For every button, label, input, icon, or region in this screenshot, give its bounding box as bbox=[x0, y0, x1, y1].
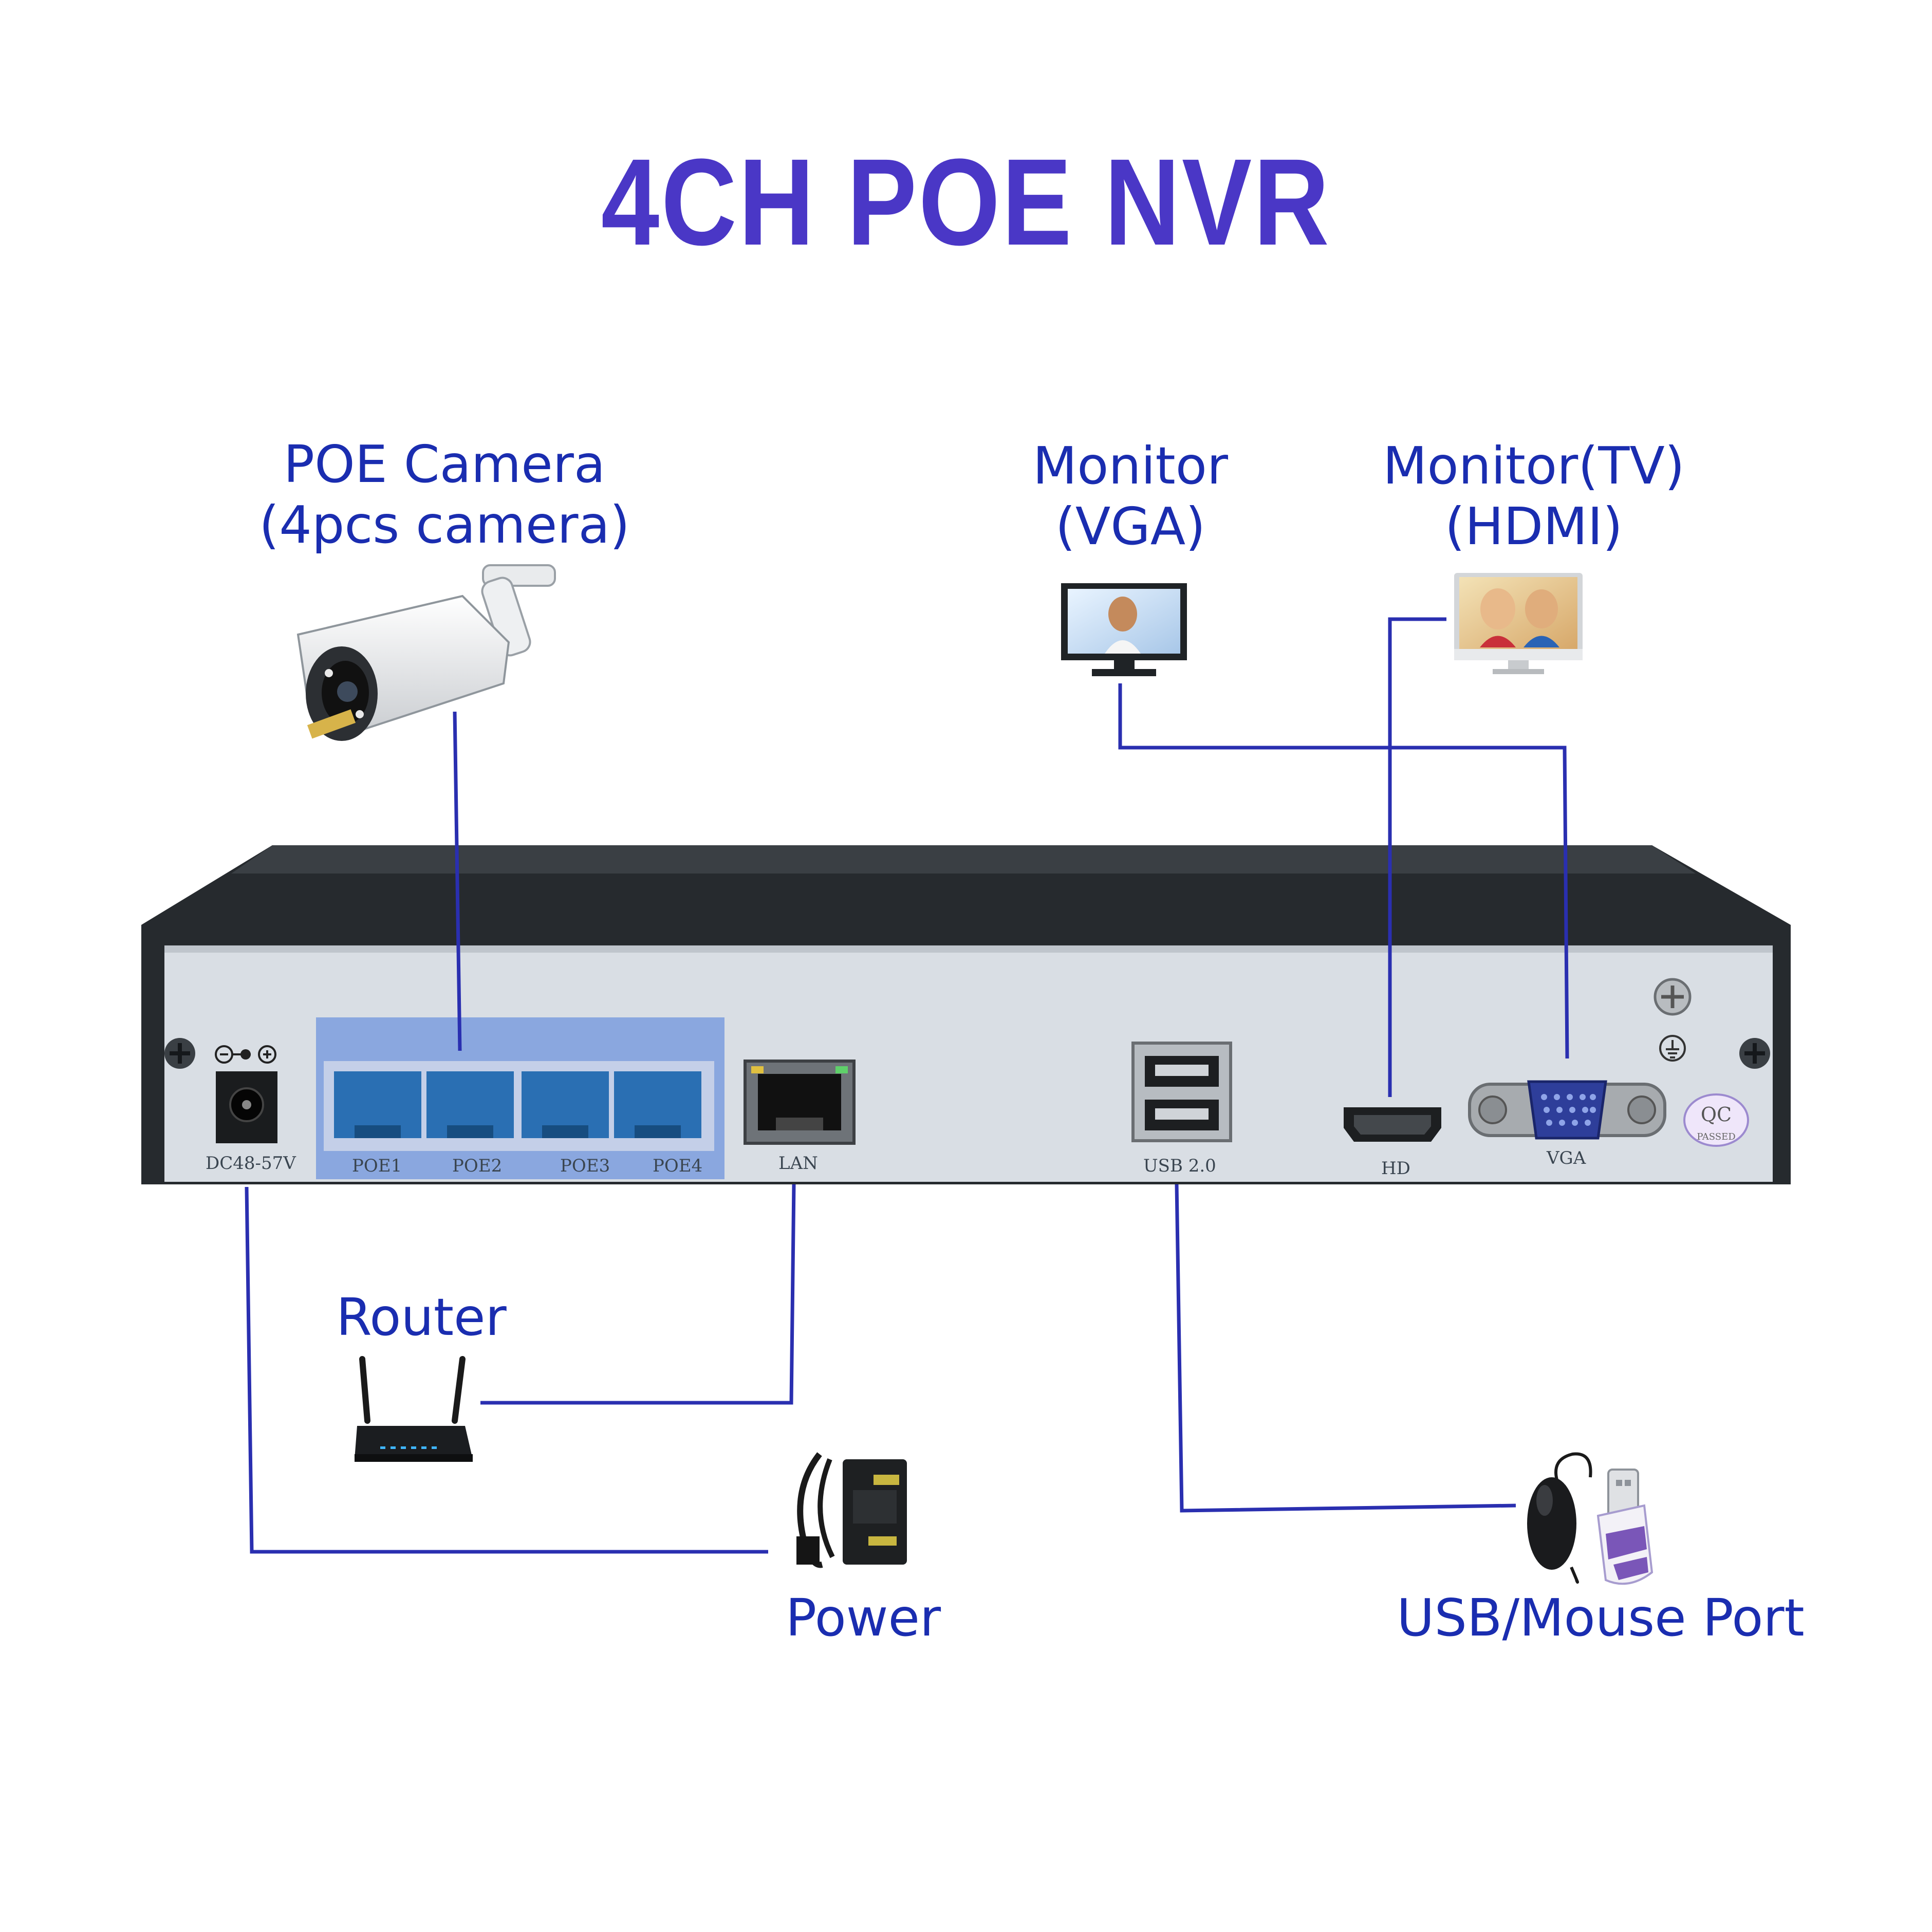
monitor-tv-label-line1: Monitor(TV) bbox=[1383, 436, 1685, 496]
camera-label: POE Camera (4pcs camera) bbox=[257, 434, 632, 555]
nvr-device: DC48-57V POE1 POE2 POE3 PO bbox=[141, 845, 1791, 1184]
monitor-vga-label-line1: Monitor bbox=[1032, 436, 1229, 496]
vga-port[interactable] bbox=[1468, 1080, 1666, 1140]
poe-port-4-label: POE4 bbox=[653, 1156, 702, 1176]
usb-ports[interactable] bbox=[1131, 1042, 1232, 1142]
poe-port-1-label: POE1 bbox=[352, 1156, 402, 1176]
router-icon bbox=[355, 1356, 473, 1462]
ground-icon bbox=[1659, 1035, 1686, 1062]
camera-label-line2: (4pcs camera) bbox=[259, 495, 630, 555]
dc-port-label: DC48-57V bbox=[206, 1153, 296, 1174]
usb-drive-icon bbox=[1596, 1469, 1654, 1585]
usb-port-label: USB 2.0 bbox=[1143, 1156, 1216, 1176]
power-label: Power bbox=[785, 1588, 941, 1648]
poe-port-1[interactable] bbox=[334, 1071, 421, 1138]
poe-port-2[interactable] bbox=[426, 1071, 514, 1138]
diagram-title: 4CH POE NVR bbox=[601, 133, 1331, 271]
poe-port-2-label: POE2 bbox=[452, 1156, 502, 1176]
vga-monitor-icon bbox=[1061, 583, 1187, 676]
camera-label-line1: POE Camera bbox=[283, 434, 606, 494]
nvr-panel-edge bbox=[164, 945, 1773, 953]
connection-lines bbox=[245, 617, 1569, 1554]
router-line bbox=[480, 1184, 796, 1405]
qc-subtext: PASSED bbox=[1697, 1131, 1735, 1142]
monitor-vga-label: Monitor (VGA) bbox=[1002, 436, 1259, 557]
hdmi-monitor-icon bbox=[1454, 573, 1583, 674]
qc-text: QC bbox=[1701, 1103, 1732, 1126]
usb-line bbox=[1175, 1184, 1516, 1513]
poe-port-3[interactable] bbox=[522, 1071, 609, 1138]
dc-jack[interactable] bbox=[216, 1071, 277, 1143]
lan-port-label: LAN bbox=[778, 1153, 818, 1174]
ground-screw bbox=[1654, 978, 1692, 1016]
hdmi-port-label: HD bbox=[1381, 1158, 1410, 1179]
power-line bbox=[245, 1186, 768, 1554]
vga-port-label: VGA bbox=[1546, 1148, 1586, 1168]
router-label: Router bbox=[336, 1287, 507, 1347]
hdmi-port[interactable] bbox=[1344, 1107, 1441, 1142]
vga-line bbox=[1118, 683, 1569, 1059]
camera-icon bbox=[296, 564, 556, 741]
mouse-icon bbox=[1527, 1452, 1592, 1584]
monitor-tv-label: Monitor(TV) (HDMI) bbox=[1367, 436, 1701, 557]
nvr-top-highlight bbox=[231, 845, 1696, 874]
usb-mouse-label: USB/Mouse Port bbox=[1397, 1588, 1805, 1648]
power-adapter-icon bbox=[796, 1452, 907, 1568]
hdmi-line bbox=[1388, 617, 1446, 1097]
qc-sticker: QC PASSED bbox=[1683, 1093, 1749, 1147]
camera-line bbox=[453, 711, 462, 1051]
poe-port-4[interactable] bbox=[614, 1071, 701, 1138]
monitor-tv-label-line2: (HDMI) bbox=[1445, 496, 1623, 556]
screw-right bbox=[1739, 1038, 1770, 1069]
screw-left bbox=[164, 1038, 195, 1069]
lan-port[interactable] bbox=[744, 1060, 856, 1145]
poe-port-3-label: POE3 bbox=[560, 1156, 610, 1176]
monitor-vga-label-line2: (VGA) bbox=[1055, 496, 1206, 556]
dc-polarity-icon bbox=[215, 1045, 276, 1064]
